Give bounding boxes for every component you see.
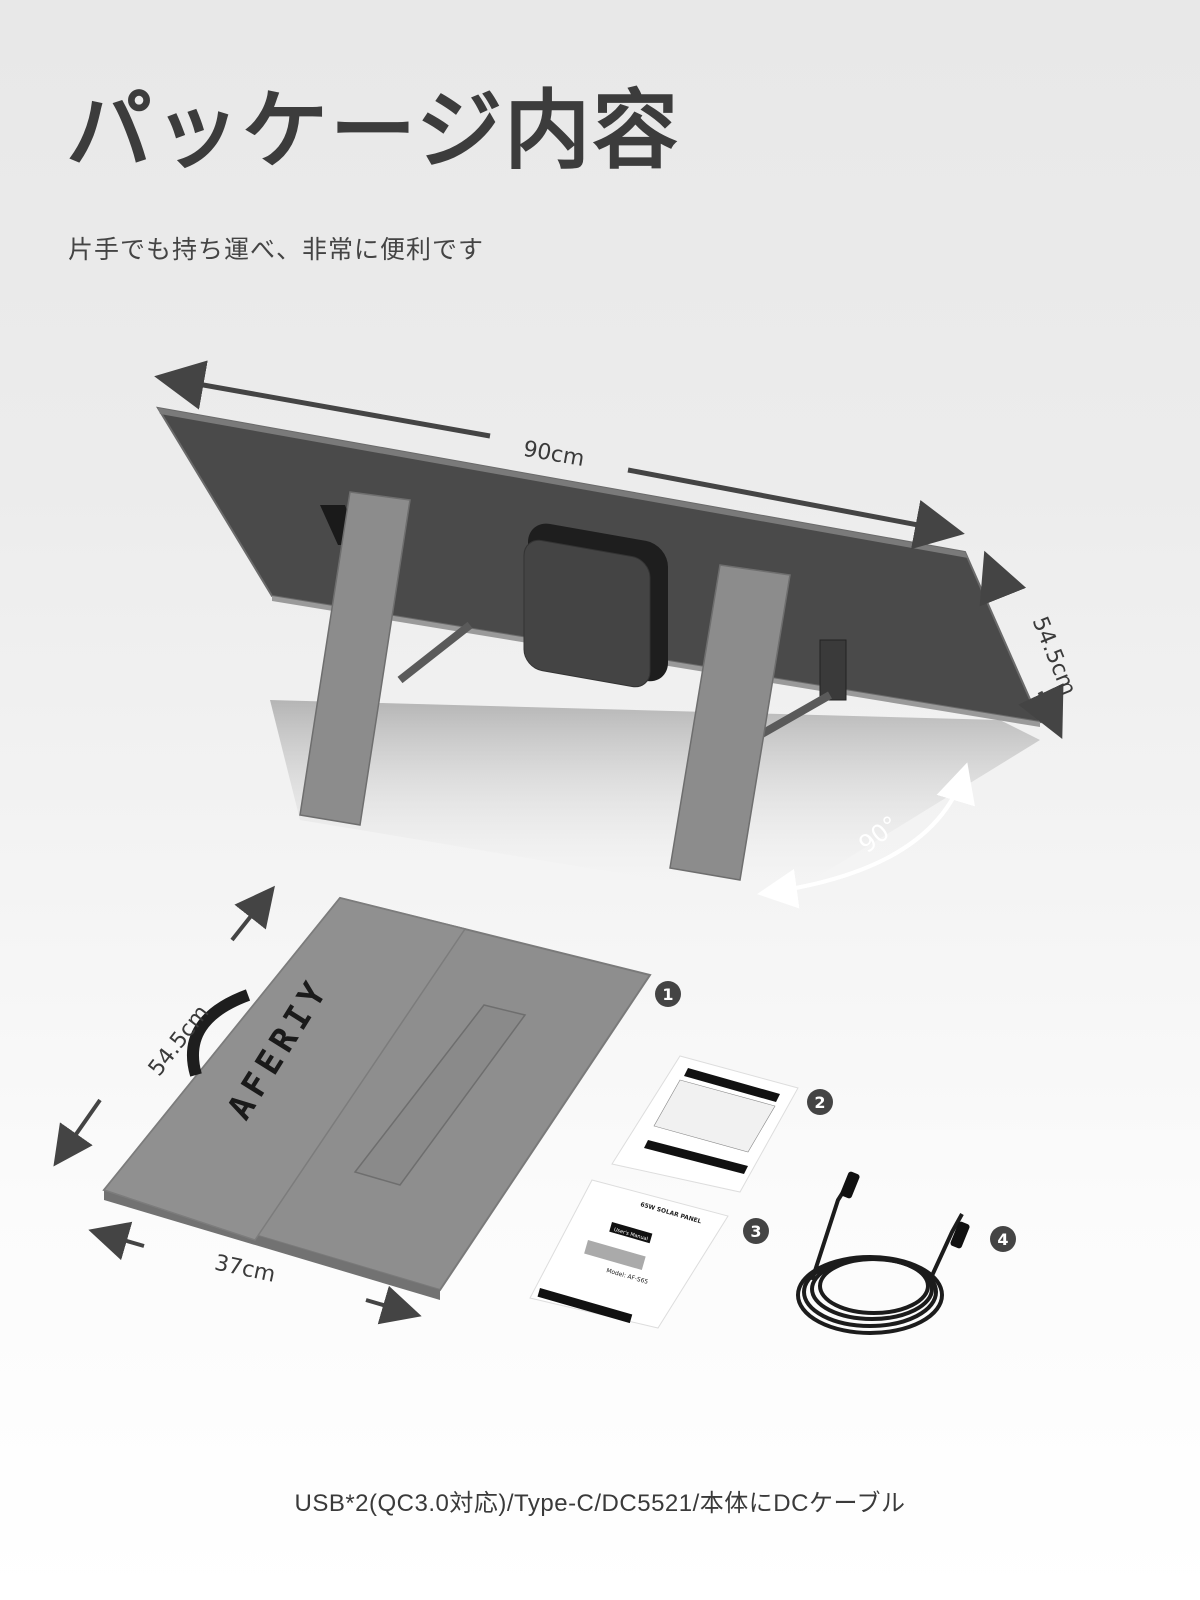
svg-text:37cm: 37cm [212,1251,277,1288]
item-badge-4: 4 [990,1226,1016,1252]
svg-text:3: 3 [750,1222,761,1241]
warranty-card [611,1055,799,1193]
item-badge-2: 2 [807,1089,833,1115]
dc-cable [796,1171,970,1335]
svg-text:1: 1 [662,985,673,1004]
ports-description: USB*2(QC3.0対応)/Type-C/DC5521/本体にDCケーブル [294,1490,906,1517]
svg-text:2: 2 [814,1093,825,1112]
user-manual: 65W SOLAR PANEL User's Manual Model: AF-… [529,1179,729,1329]
page-subtitle: 片手でも持ち運べ、非常に便利です [68,235,485,264]
unfolded-solar-panel [155,406,1042,900]
dimension-label: 90cm [521,437,586,472]
svg-text:4: 4 [997,1230,1008,1249]
kickstand-leg-left [299,491,411,826]
item-badge-3: 3 [743,1218,769,1244]
item-badge-1: 1 [655,981,681,1007]
svg-text:54.5cm: 54.5cm [1027,613,1081,699]
folded-solar-panel: AFERIY [102,896,652,1300]
page-title: パッケージ内容 [66,81,681,181]
kickstand-leg-right [669,564,791,881]
